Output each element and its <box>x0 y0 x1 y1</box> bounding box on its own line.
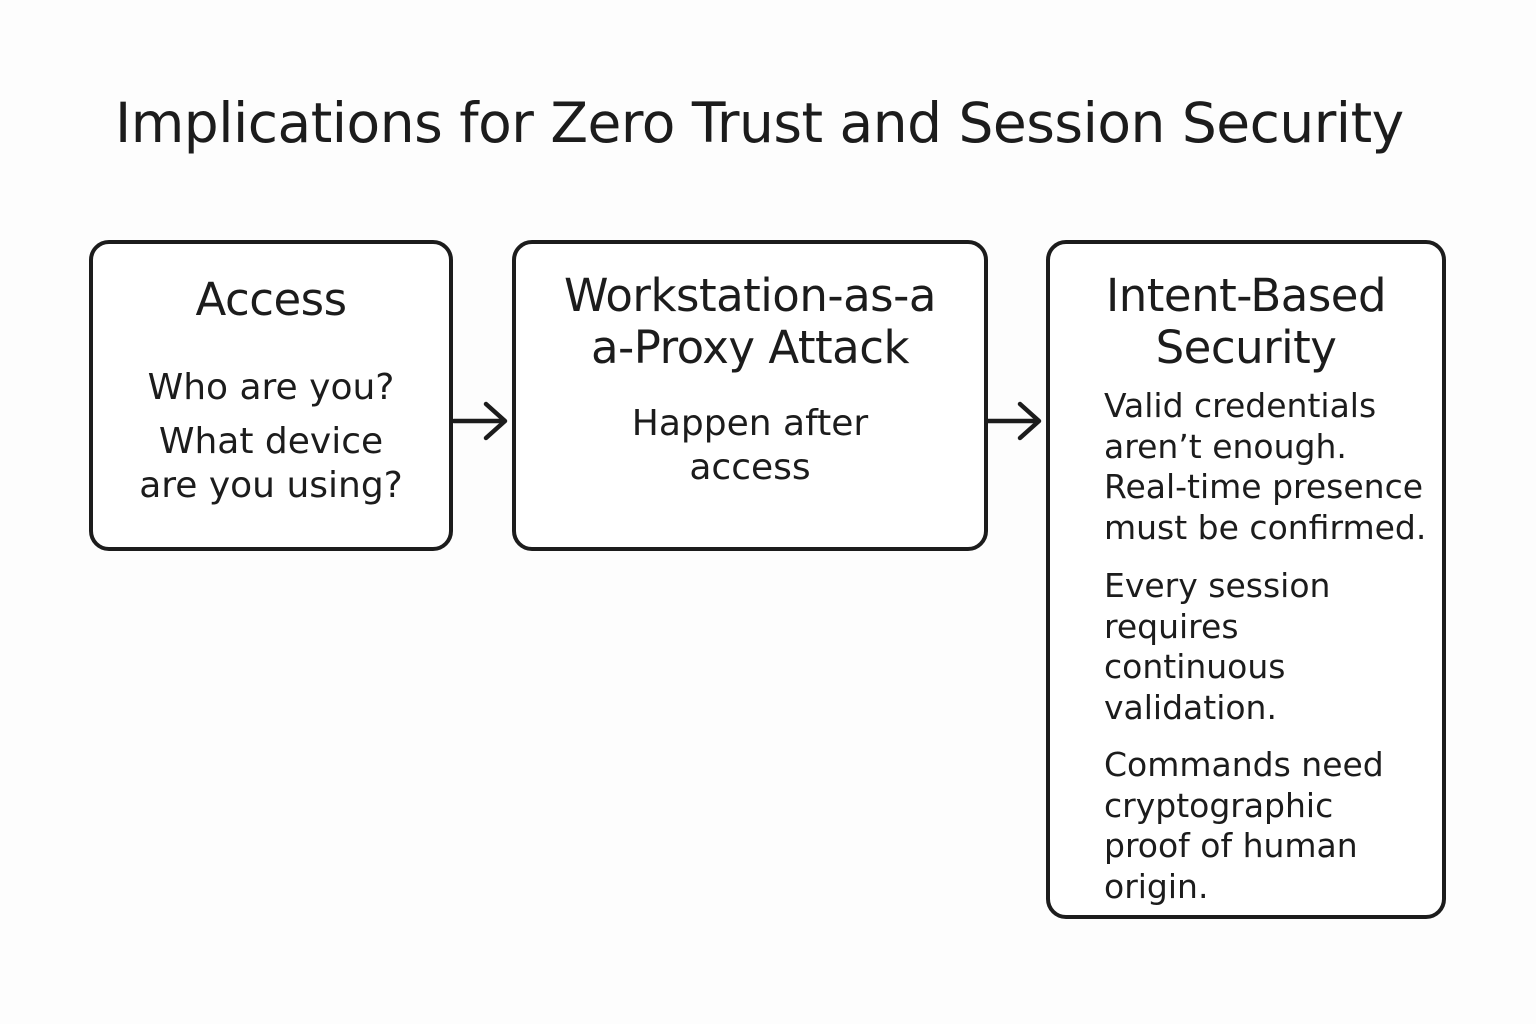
access-question-device: What device are you using? <box>93 420 449 508</box>
arrow-right-icon <box>452 401 508 441</box>
intent-point-line: requires <box>1104 606 1239 646</box>
access-question-identity: Who are you? <box>147 367 395 408</box>
diagram-title: Implications for Zero Trust and Session … <box>115 91 1404 155</box>
intent-point-line: cryptographic <box>1104 785 1334 825</box>
proxy-attack-box-title: Workstation-as-a a-Proxy Attack <box>516 270 984 374</box>
proxy-attack-title-line-2: a-Proxy Attack <box>590 321 910 374</box>
intent-title-line-1: Intent-Based <box>1105 269 1387 322</box>
access-question-device-line-2: are you using? <box>139 465 403 506</box>
intent-point-line: Valid credentials <box>1104 386 1377 425</box>
intent-point-line: continuous <box>1104 647 1286 686</box>
intent-point-line: must be confirmed. <box>1104 507 1427 547</box>
access-question-device-line-1: What device <box>158 421 384 462</box>
intent-point-line: Every session <box>1104 566 1331 605</box>
intent-point-line: origin. <box>1104 866 1209 906</box>
intent-point-line: Real-time presence <box>1104 467 1424 506</box>
access-box: Access Who are you? What device are you … <box>89 240 453 551</box>
access-box-title: Access <box>195 273 347 326</box>
intent-based-security-box: Intent-Based Security Valid credentials … <box>1046 240 1446 919</box>
intent-point-line: aren’t enough. <box>1104 426 1347 466</box>
intent-point-line: proof of human <box>1104 826 1358 865</box>
proxy-attack-description-line-2: access <box>689 447 811 488</box>
intent-point-credentials: Valid credentials aren’t enough. Real-ti… <box>1104 386 1444 548</box>
intent-title-line-2: Security <box>1155 321 1337 374</box>
intent-based-security-box-title: Intent-Based Security <box>1050 270 1442 374</box>
arrow-right-icon <box>986 401 1042 441</box>
intent-point-line: validation. <box>1104 687 1277 727</box>
intent-point-cryptographic-proof: Commands need cryptographic proof of hum… <box>1104 745 1434 907</box>
proxy-attack-box: Workstation-as-a a-Proxy Attack Happen a… <box>512 240 988 551</box>
proxy-attack-title-line-1: Workstation-as-a <box>564 269 936 322</box>
intent-point-session-validation: Every session requires continuous valida… <box>1104 566 1434 728</box>
intent-point-line: Commands need <box>1104 745 1384 784</box>
proxy-attack-description-line-1: Happen after <box>631 403 869 444</box>
proxy-attack-description: Happen after access <box>516 402 984 490</box>
